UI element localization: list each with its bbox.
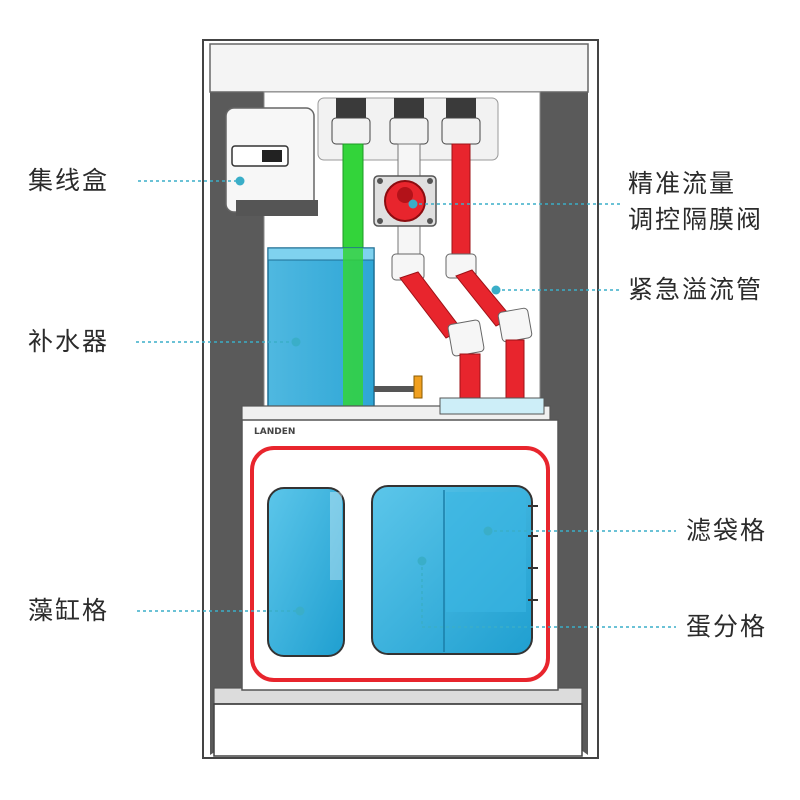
callout-dots bbox=[235, 176, 501, 616]
label-filter-bag-chamber: 滤袋格 bbox=[686, 516, 768, 545]
junction-box-icon bbox=[225, 107, 318, 216]
label-junction-box: 集线盒 bbox=[28, 166, 110, 195]
callout-lines bbox=[136, 180, 676, 628]
label-overflow-pipe: 紧急溢流管 bbox=[628, 275, 764, 304]
label-skimmer-chamber: 蛋分格 bbox=[686, 612, 768, 641]
label-algae-chamber: 藻缸格 bbox=[28, 596, 110, 625]
label-water-refill: 补水器 bbox=[28, 327, 110, 356]
brand-label: LANDEN bbox=[254, 427, 295, 437]
diaphragm-valve-icon bbox=[373, 175, 437, 227]
sump-tank: LANDEN bbox=[241, 397, 559, 691]
label-flow-valve-line2: 调控隔膜阀 bbox=[628, 205, 764, 234]
water-refill-reservoir bbox=[267, 247, 423, 411]
label-flow-valve-line1: 精准流量 bbox=[628, 169, 737, 198]
